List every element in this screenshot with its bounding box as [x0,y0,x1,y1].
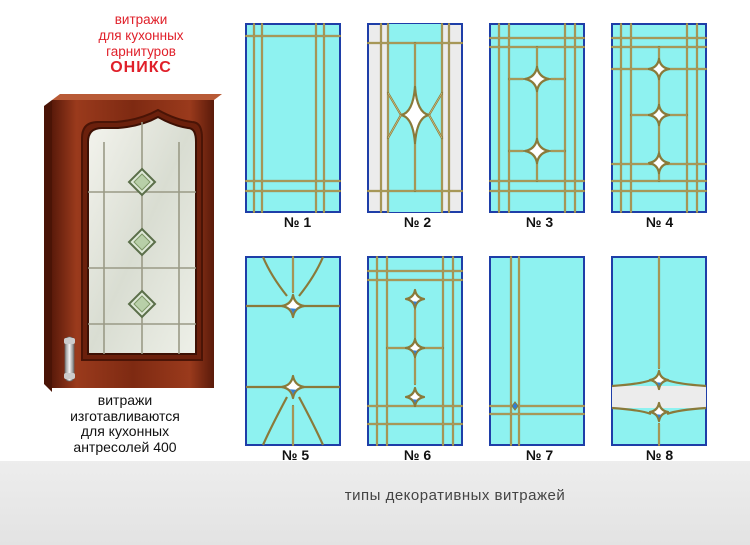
diamond-bevel [404,386,426,408]
panel-label-6: № 6 [403,447,432,463]
cabinet-door-image [44,94,222,392]
lead-curve [666,406,707,416]
glass-pane [489,256,585,446]
vitrage-panel-7 [489,256,585,446]
header-brand: ОНИКС [110,59,172,76]
diamond-bevel [404,288,426,310]
panel-label-7: № 7 [525,447,554,463]
note-line-3: для кухонных [80,423,170,439]
door-lead-lines [88,122,196,354]
diamond-bevel [399,85,431,145]
jewel-facet [286,388,299,396]
lead-highlight [387,92,402,116]
panel-label-3: № 3 [525,214,554,230]
lead-highlight [387,114,402,139]
door-diamond-facet [133,173,151,191]
door-handle [64,336,75,382]
vitrage-panel-3 [489,23,585,213]
lead-curve [261,396,288,446]
vitrage-panel-4 [611,23,707,213]
diamond-bevel [648,401,670,423]
vitrage-panel-6 [367,256,463,446]
diamond-bevel [404,337,426,359]
panel-label-4: № 4 [645,214,674,230]
vitrage-panel-1 [245,23,341,213]
vitrage-panel-8 [611,256,707,446]
note-line-1: витражи [97,392,153,408]
jewel-facet [410,349,420,355]
jewel-facet [286,307,299,315]
lead-highlight [428,92,443,116]
lead-curve [261,256,288,297]
caption-band [0,461,750,545]
door-diamond-facet [133,295,151,313]
panel-label-8: № 8 [645,447,674,463]
lead-curve [611,406,652,416]
panel-label-2: № 2 [403,214,432,230]
jewel-facet [654,413,664,419]
diamond-bevel [647,151,671,175]
lead-curve [298,396,325,446]
panel-label-1: № 1 [283,214,312,230]
note-line-4: антресолей 400 [73,438,177,455]
jewel-facet [511,401,519,411]
jewel-facet [410,300,420,306]
header-line-3: гарнитуров [106,44,176,59]
diamond-bevel [523,137,551,165]
jewel-facet [654,381,664,387]
diamond-bevel [280,374,306,400]
diamond-bevel [523,65,551,93]
diamond-bevel [647,57,671,81]
antresol-note: витражи изготавливаются для кухонных ант… [35,392,215,455]
jewel-facet [410,398,420,404]
page-caption: типы декоративных витражей [344,487,566,504]
header-line-1: витражи [114,12,168,27]
glass-pane [245,23,341,213]
diamond-bevel [647,103,671,127]
header-text: витражи для кухонных гарнитуров ОНИКС [50,12,232,76]
frosted-band [612,386,706,408]
note-line-2: изготавливаются [70,407,180,424]
door-diamond-facet [133,233,151,251]
header-line-2: для кухонных [98,28,184,43]
vitrage-panel-2 [367,23,463,213]
lead-highlight [428,114,443,139]
vitrage-panel-5 [245,256,341,446]
diamond-bevel [280,293,306,319]
lead-curve [298,256,325,297]
diamond-bevel [648,369,670,391]
panel-label-5: № 5 [281,447,310,463]
